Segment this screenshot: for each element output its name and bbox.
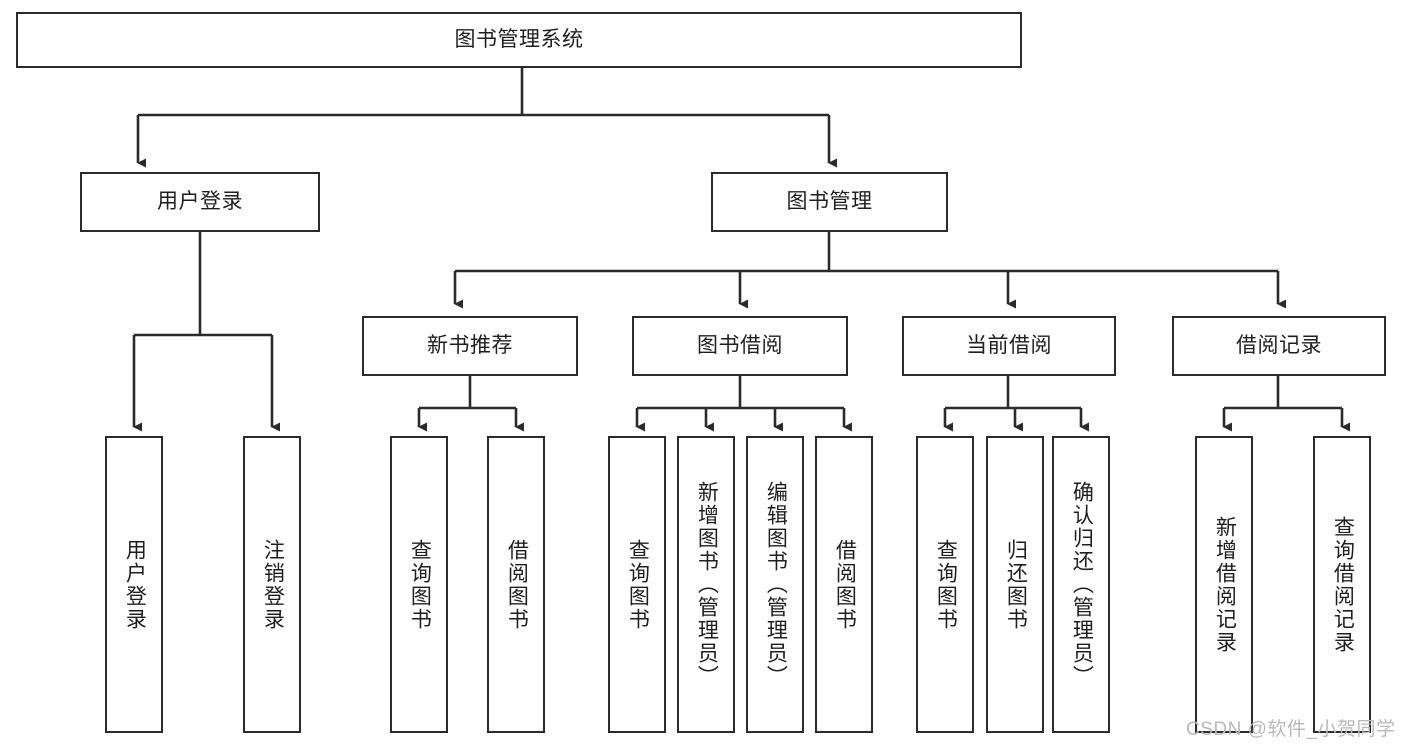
leaf-borrow-record-add-label: 新增借阅记录 <box>1213 515 1237 654</box>
node-borrow-record[interactable]: 借阅记录 <box>1172 316 1386 376</box>
leaf-user-login-signout[interactable]: 注销登录 <box>243 436 301 733</box>
node-root-label: 图书管理系统 <box>454 27 584 51</box>
node-borrow-record-label: 借阅记录 <box>1236 333 1322 357</box>
leaf-new-book-borrow[interactable]: 借阅图书 <box>487 436 545 733</box>
leaf-current-borrow-confirm-label: 确认归还（管理员） <box>1070 481 1094 688</box>
node-user-login[interactable]: 用户登录 <box>80 172 320 232</box>
leaf-book-borrow-add-label: 新增图书（管理员） <box>695 481 719 688</box>
leaf-user-login-signin[interactable]: 用户登录 <box>105 436 163 733</box>
node-book-management-label: 图书管理 <box>786 189 873 213</box>
leaf-book-borrow-edit[interactable]: 编辑图书（管理员） <box>746 436 804 733</box>
leaf-current-borrow-return[interactable]: 归还图书 <box>986 436 1044 733</box>
leaf-current-borrow-query-label: 查询图书 <box>934 538 958 631</box>
leaf-book-borrow-lend-label: 借阅图书 <box>833 538 857 631</box>
leaf-user-login-signout-label: 注销登录 <box>261 538 285 631</box>
leaf-new-book-query[interactable]: 查询图书 <box>390 436 448 733</box>
node-user-login-label: 用户登录 <box>157 189 243 213</box>
leaf-current-borrow-query[interactable]: 查询图书 <box>916 436 974 733</box>
leaf-user-login-signin-label: 用户登录 <box>123 538 147 631</box>
leaf-book-borrow-query[interactable]: 查询图书 <box>608 436 666 733</box>
leaf-borrow-record-query-label: 查询借阅记录 <box>1331 515 1355 654</box>
leaf-borrow-record-query[interactable]: 查询借阅记录 <box>1313 436 1371 733</box>
node-book-borrow[interactable]: 图书借阅 <box>632 316 848 376</box>
leaf-new-book-borrow-label: 借阅图书 <box>505 538 529 631</box>
leaf-book-borrow-query-label: 查询图书 <box>626 538 650 631</box>
leaf-book-borrow-add[interactable]: 新增图书（管理员） <box>677 436 735 733</box>
node-new-book-recommendation[interactable]: 新书推荐 <box>362 316 578 376</box>
node-book-management[interactable]: 图书管理 <box>711 172 948 232</box>
node-root[interactable]: 图书管理系统 <box>16 12 1022 68</box>
leaf-current-borrow-return-label: 归还图书 <box>1004 538 1028 631</box>
leaf-book-borrow-lend[interactable]: 借阅图书 <box>815 436 873 733</box>
node-current-borrow-label: 当前借阅 <box>966 333 1052 357</box>
node-new-book-recommendation-label: 新书推荐 <box>427 333 513 357</box>
leaf-new-book-query-label: 查询图书 <box>408 538 432 631</box>
leaf-borrow-record-add[interactable]: 新增借阅记录 <box>1195 436 1253 733</box>
leaf-current-borrow-confirm[interactable]: 确认归还（管理员） <box>1052 436 1110 733</box>
node-book-borrow-label: 图书借阅 <box>697 333 783 357</box>
node-current-borrow[interactable]: 当前借阅 <box>902 316 1116 376</box>
leaf-book-borrow-edit-label: 编辑图书（管理员） <box>764 481 788 688</box>
